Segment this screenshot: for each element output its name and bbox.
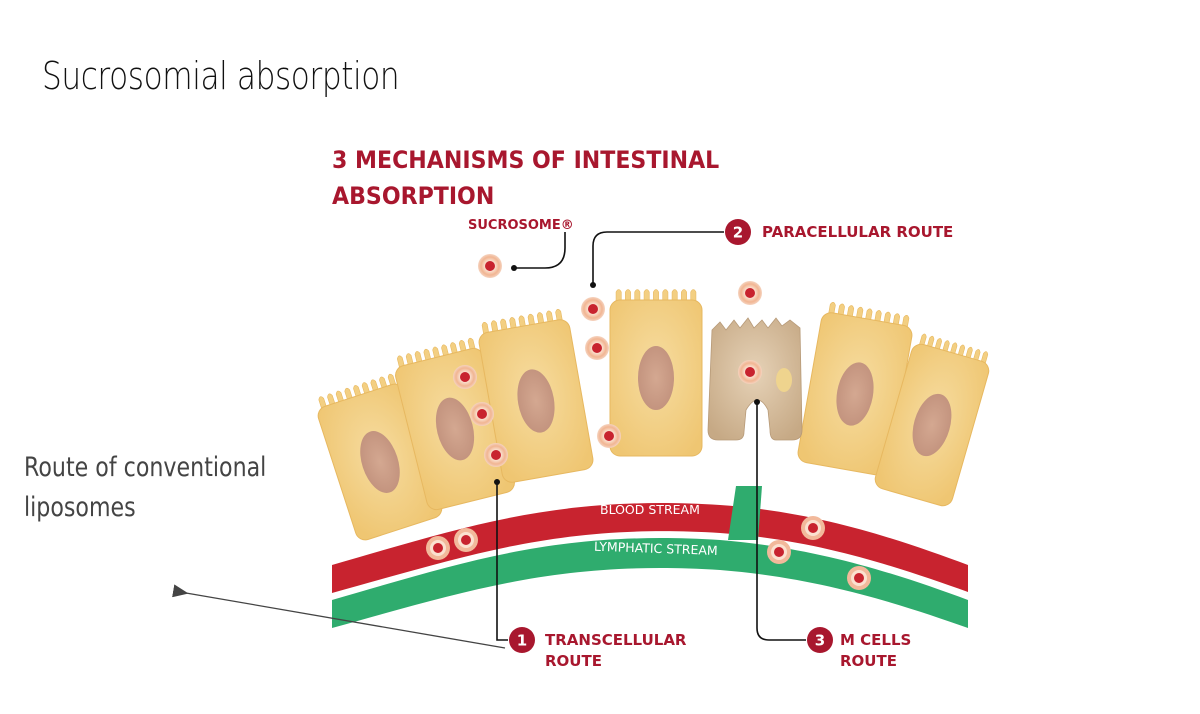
leader-lines <box>496 231 806 641</box>
microvilli <box>918 333 989 365</box>
sucrosome-particle <box>585 336 609 360</box>
diagram-title-line-1: 3 MECHANISMS OF INTESTINAL <box>332 146 720 174</box>
lymphatic-stream-label: LYMPHATIC STREAM <box>594 539 718 558</box>
m-cell-vesicle <box>776 368 792 392</box>
side-note-line-1: Route of conventional <box>24 452 267 483</box>
route-2-label: PARACELLULAR ROUTE <box>762 223 953 241</box>
route-1-callout: 1 TRANSCELLULAR ROUTE <box>509 627 687 670</box>
route-1-label-line-1: TRANSCELLULAR <box>545 631 687 649</box>
sucrosome-leader <box>514 232 566 269</box>
m-cell-leader-dot <box>754 399 760 405</box>
route-1-badge <box>509 627 535 653</box>
conventional-liposomes-note: Route of conventional liposomes <box>24 448 266 528</box>
nucleus <box>360 431 400 493</box>
sucrosome-particle <box>738 281 762 305</box>
sucrosome-particle <box>478 254 502 278</box>
transcellular-leader <box>496 482 508 641</box>
m-cell-leader <box>756 402 806 641</box>
route-1-label-line-2: ROUTE <box>545 652 602 670</box>
slide-title: Sucrosomial absorption <box>42 54 400 98</box>
diagram-title-line-2: ABSORPTION <box>332 182 495 210</box>
microvilli <box>397 337 476 369</box>
lymphatic-stream <box>332 538 968 628</box>
sucrosome-particles <box>426 254 871 590</box>
microvilli <box>318 373 397 410</box>
route-3-label-line-1: M CELLS <box>840 631 911 649</box>
route-3-badge <box>807 627 833 653</box>
transcellular-leader-dot <box>494 479 500 485</box>
route-2-callout: 2 PARACELLULAR ROUTE <box>725 219 953 245</box>
blood-stream-label: BLOOD STREAM <box>600 502 700 517</box>
microvilli <box>481 309 563 336</box>
nucleus <box>638 346 674 410</box>
sucrosome-particle <box>767 540 791 564</box>
sucrosome-particle <box>801 516 825 540</box>
sucrosome-particle <box>597 424 621 448</box>
sucrosome-label: SUCROSOME® <box>468 218 574 233</box>
sucrosome-particle <box>847 566 871 590</box>
sucrosome-particle <box>470 402 494 426</box>
sucrosome-particle <box>738 360 762 384</box>
nucleus <box>836 362 874 426</box>
epithelial-cell <box>874 333 990 507</box>
route-2-badge <box>725 219 751 245</box>
diagram-title: 3 MECHANISMS OF INTESTINAL ABSORPTION <box>332 142 719 214</box>
route-3-label-line-2: ROUTE <box>840 652 897 670</box>
epithelial-cells <box>317 289 990 541</box>
sucrosome-particle <box>453 365 477 389</box>
nucleus <box>912 393 952 457</box>
route-3-number: 3 <box>815 632 825 650</box>
sucrosome-particle <box>581 297 605 321</box>
conventional-route-arrow <box>172 584 506 649</box>
route-2-number: 2 <box>733 224 743 242</box>
nucleus <box>517 369 555 433</box>
side-note-line-2: liposomes <box>24 492 136 523</box>
route-1-number: 1 <box>517 632 527 650</box>
microvilli <box>615 289 697 303</box>
paracellular-leader <box>592 231 724 285</box>
sucrosome-particle <box>426 536 450 560</box>
epithelial-cell <box>478 309 594 483</box>
microvilli <box>828 302 910 329</box>
sucrosome-leader-dot <box>511 265 517 271</box>
paracellular-leader-dot <box>590 282 596 288</box>
epithelial-cell <box>609 289 703 457</box>
m-cell-lymph-duct <box>728 486 762 540</box>
route-3-callout: 3 M CELLS ROUTE <box>807 627 911 670</box>
nucleus <box>435 397 475 461</box>
sucrosome-particle <box>454 528 478 552</box>
sucrosome-particle <box>484 443 508 467</box>
